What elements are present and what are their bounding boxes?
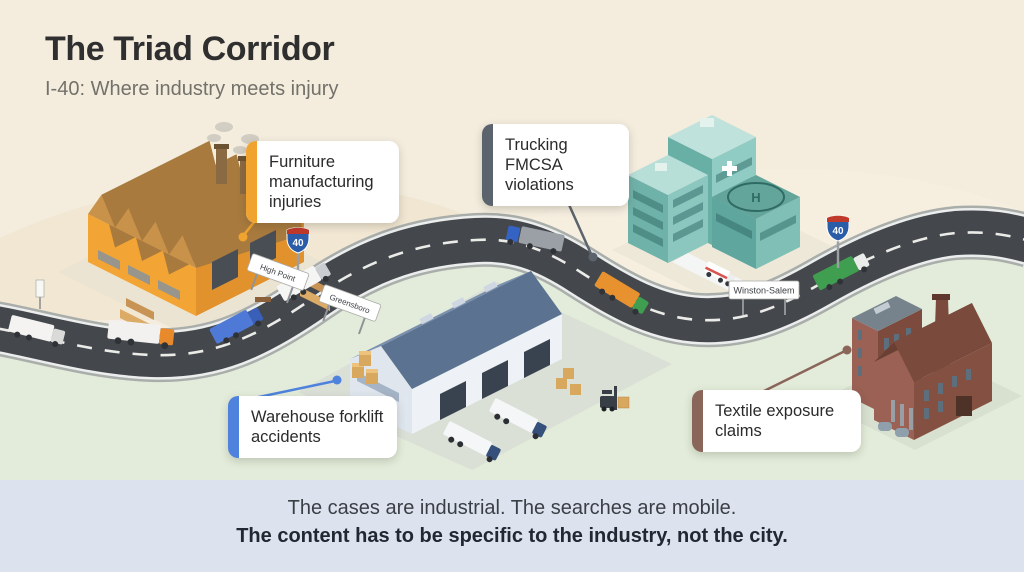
ambulance xyxy=(703,261,736,287)
callout-furniture-manufacturing: Furniture manufacturing injuries xyxy=(246,141,399,224)
callout-label: Textile exposure claims xyxy=(715,402,835,441)
page-subtitle: I-40: Where industry meets injury xyxy=(45,78,339,100)
interstate-40-shield: 40 xyxy=(826,215,850,268)
truck xyxy=(594,271,649,315)
highway-trucks xyxy=(8,225,870,350)
truck xyxy=(107,319,175,350)
callout-trucking-fmcsa: Trucking FMCSA violations xyxy=(482,124,629,207)
textile-mill-building xyxy=(852,294,992,440)
footer-band: The cases are industrial. The searches a… xyxy=(0,480,1024,572)
truck xyxy=(506,225,565,255)
truck xyxy=(209,307,264,344)
truck xyxy=(813,253,870,291)
helipad-letter: H xyxy=(751,190,760,205)
hospital-building: H xyxy=(628,115,800,298)
textile-connector xyxy=(761,345,852,394)
hospital-cross-icon xyxy=(722,161,737,176)
helipad: H xyxy=(727,182,785,212)
trucking-accent-bar xyxy=(482,124,493,207)
mill-pipes xyxy=(878,400,913,437)
road-signs: 40 40 High Point Greensboro Win xyxy=(35,215,850,335)
factory-chimneys xyxy=(214,144,253,194)
factory-windows xyxy=(98,250,180,300)
footer-line2: The content has to be specific to the in… xyxy=(236,525,788,547)
mile-marker-sign xyxy=(35,279,45,309)
truck xyxy=(8,315,66,348)
hospital-windows-right xyxy=(716,213,796,241)
warehouse-accent-bar xyxy=(228,396,239,459)
page-title: The Triad Corridor xyxy=(45,30,335,68)
city-sign-label: Winston-Salem xyxy=(733,286,794,296)
mill-main-windows xyxy=(924,369,971,419)
footer-line1: The cases are industrial. The searches a… xyxy=(287,497,737,519)
callout-label: Trucking FMCSA violations xyxy=(505,136,574,195)
warehouse-building xyxy=(350,271,630,463)
header: The Triad Corridor I-40: Where industry … xyxy=(45,30,338,101)
callout-textile-exposure: Textile exposure claims xyxy=(692,390,861,453)
callout-warehouse-forklift: Warehouse forklift accidents xyxy=(228,396,397,459)
interstate-40-shield: 40 xyxy=(286,227,310,282)
callout-connectors xyxy=(238,197,852,400)
dock-truck xyxy=(443,421,501,463)
high-point-sign: High Point xyxy=(246,253,310,304)
highway-i40 xyxy=(0,205,1024,383)
pallet-boxes xyxy=(352,351,581,395)
furniture-accent-bar xyxy=(246,141,257,224)
warehouse-dock-doors xyxy=(440,339,550,420)
interstate-number: 40 xyxy=(292,238,304,249)
hospital-windows-left xyxy=(633,185,703,247)
callout-label: Furniture manufacturing injuries xyxy=(269,153,374,212)
winston-salem-sign: Winston-Salem xyxy=(728,280,800,315)
warehouse-connector xyxy=(253,375,342,400)
interstate-number: 40 xyxy=(832,226,844,237)
mill-door xyxy=(956,396,972,416)
dock-truck xyxy=(489,398,547,440)
callout-label: Warehouse forklift accidents xyxy=(251,408,384,447)
textile-accent-bar xyxy=(692,390,703,453)
forklift xyxy=(600,386,630,412)
warehouse-roof-vents xyxy=(419,281,498,325)
lane-divider xyxy=(0,231,1024,357)
trucking-connector xyxy=(564,197,598,262)
